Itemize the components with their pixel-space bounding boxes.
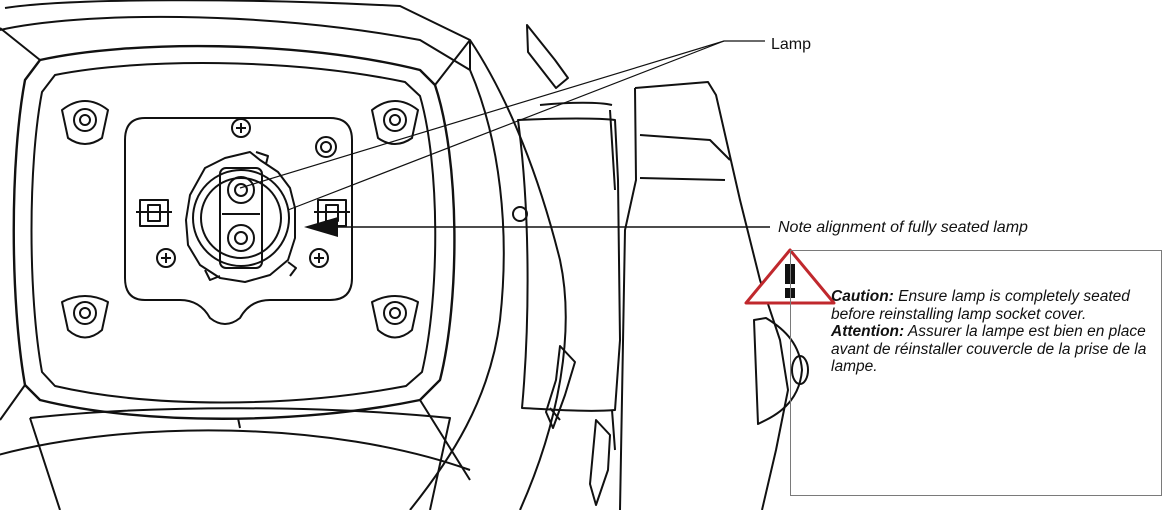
knob-br xyxy=(371,295,419,339)
lower-panel xyxy=(29,407,451,510)
left-clip xyxy=(136,199,172,227)
lamp-leader-line xyxy=(239,40,765,189)
knob-tr xyxy=(371,100,419,145)
arrowhead xyxy=(304,217,338,237)
socket-plate xyxy=(124,117,353,325)
latch xyxy=(753,317,803,425)
screw-icon xyxy=(156,248,176,268)
caution-heading: Caution: xyxy=(831,288,894,305)
attention-paragraph: Attention: Assurer la lampe est bien en … xyxy=(831,323,1161,376)
note-alignment-label: Note alignment of fully seated lamp xyxy=(778,219,1028,236)
caution-body: Ensure lamp is completely seated before … xyxy=(831,288,1130,323)
screw-icon xyxy=(231,118,251,138)
knob-bl xyxy=(61,295,109,339)
housing-outline xyxy=(4,0,567,510)
screw-icon xyxy=(315,136,337,158)
caution-text-block: Caution: Ensure lamp is completely seate… xyxy=(831,288,1161,376)
side-arm xyxy=(634,81,789,510)
attention-heading: Attention: xyxy=(831,323,905,340)
lamp-socket xyxy=(185,151,297,283)
caution-box xyxy=(790,250,1162,496)
collar xyxy=(517,117,621,412)
lamp-label: Lamp xyxy=(771,36,812,53)
housing-shell xyxy=(0,15,505,510)
caution-paragraph: Caution: Ensure lamp is completely seate… xyxy=(831,288,1161,323)
attention-body: Assurer la lampe est bien en place avant… xyxy=(831,323,1147,375)
lamp-leader-line-2 xyxy=(287,40,725,211)
knob-tl xyxy=(61,100,109,145)
screw-icon xyxy=(309,248,329,268)
